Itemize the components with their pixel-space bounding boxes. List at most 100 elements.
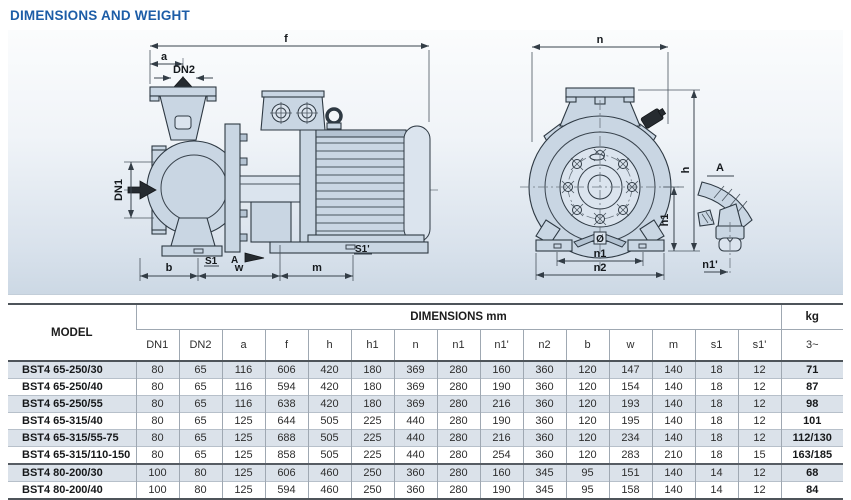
- value-cell: 18: [694, 361, 738, 379]
- value-cell: 369: [393, 361, 437, 379]
- value-cell: 280: [436, 463, 480, 482]
- page-title: DIMENSIONS AND WEIGHT: [10, 8, 190, 23]
- value-cell: 12: [737, 429, 781, 447]
- value-cell: 14: [694, 481, 738, 500]
- value-cell: 505: [307, 446, 351, 464]
- value-cell: 216: [479, 429, 523, 447]
- model-cell: BST4 65-315/55-75: [8, 429, 136, 447]
- value-cell: 440: [393, 412, 437, 430]
- table-header-row-1: MODEL DIMENSIONS mm kg: [8, 303, 843, 362]
- value-cell: 14: [694, 463, 738, 482]
- value-cell: 80: [135, 412, 179, 430]
- value-cell: 125: [221, 412, 265, 430]
- value-cell: 369: [393, 378, 437, 396]
- value-cell: 594: [264, 481, 308, 500]
- value-cell: 140: [651, 463, 695, 482]
- model-cell: BST4 65-250/55: [8, 395, 136, 413]
- value-cell: 100: [135, 463, 179, 482]
- value-cell: 280: [436, 429, 480, 447]
- value-cell: 65: [178, 361, 222, 379]
- value-cell: 606: [264, 361, 308, 379]
- dim-label-f: f: [284, 33, 288, 45]
- value-cell: 225: [350, 446, 394, 464]
- value-cell: 65: [178, 429, 222, 447]
- value-cell: 18: [694, 378, 738, 396]
- value-cell: 140: [651, 429, 695, 447]
- lifting-eye-icon: [325, 107, 343, 125]
- value-cell: 505: [307, 412, 351, 430]
- technical-drawings-panel: f a DN2 DN1: [8, 30, 843, 295]
- kg-cell: 71: [780, 361, 843, 379]
- dim-label-n: n: [597, 34, 604, 46]
- value-cell: 12: [737, 361, 781, 379]
- value-cell: 420: [307, 395, 351, 413]
- kg-column-header: kg: [780, 303, 843, 330]
- value-cell: 80: [178, 463, 222, 482]
- value-cell: 125: [221, 463, 265, 482]
- value-cell: 125: [221, 429, 265, 447]
- value-cell: 360: [522, 378, 566, 396]
- detail-a-title: A: [716, 162, 724, 174]
- value-cell: 65: [178, 395, 222, 413]
- model-cell: BST4 65-315/40: [8, 412, 136, 430]
- value-cell: 120: [565, 378, 609, 396]
- value-cell: 12: [737, 395, 781, 413]
- value-cell: 460: [307, 463, 351, 482]
- column-header-s1: s1: [694, 329, 738, 362]
- value-cell: 190: [479, 378, 523, 396]
- value-cell: 140: [651, 481, 695, 500]
- value-cell: 18: [694, 429, 738, 447]
- value-cell: 100: [135, 481, 179, 500]
- column-header-n: n: [393, 329, 437, 362]
- value-cell: 210: [651, 446, 695, 464]
- value-cell: 12: [737, 378, 781, 396]
- dim-label-h1: h1: [659, 214, 671, 227]
- view-a-pointer-icon: [244, 252, 265, 263]
- column-header-f: f: [264, 329, 308, 362]
- model-cell: BST4 65-250/30: [22, 364, 103, 376]
- value-cell: 688: [264, 429, 308, 447]
- front-view-drawing: n: [520, 34, 700, 280]
- value-cell: 345: [522, 481, 566, 500]
- value-cell: 180: [350, 378, 394, 396]
- column-header-w: w: [608, 329, 652, 362]
- value-cell: 280: [436, 361, 480, 379]
- vent-plug-icon: [640, 108, 667, 129]
- dim-label-n1-prime: n1': [702, 259, 718, 271]
- value-cell: 360: [393, 463, 437, 482]
- model-cell: BST4 65-315/110-150: [8, 446, 136, 464]
- value-cell: 190: [479, 412, 523, 430]
- model-cell: BST4 80-200/30: [8, 463, 136, 482]
- column-header-s1: s1': [737, 329, 781, 362]
- value-cell: 360: [522, 446, 566, 464]
- value-cell: 345: [522, 463, 566, 482]
- value-cell: 80: [135, 361, 179, 379]
- value-cell: 594: [264, 378, 308, 396]
- value-cell: 116: [221, 395, 265, 413]
- model-cell: BST4 65-250/40: [8, 378, 136, 396]
- value-cell: 18: [694, 412, 738, 430]
- view-label-a: A: [231, 255, 238, 266]
- value-cell: 160: [479, 463, 523, 482]
- value-cell: 606: [264, 463, 308, 482]
- drawings-svg: f a DN2 DN1: [113, 33, 753, 281]
- value-cell: 280: [436, 481, 480, 500]
- value-cell: 225: [350, 429, 394, 447]
- value-cell: 12: [737, 481, 781, 500]
- value-cell: 254: [479, 446, 523, 464]
- value-cell: 80: [135, 378, 179, 396]
- value-cell: 95: [565, 481, 609, 500]
- value-cell: 505: [307, 429, 351, 447]
- value-cell: 80: [135, 429, 179, 447]
- dim-label-n2: n2: [594, 262, 607, 274]
- value-cell: 216: [479, 395, 523, 413]
- dim-label-w: w: [234, 262, 244, 274]
- value-cell: 193: [608, 395, 652, 413]
- column-header-h1: h1: [350, 329, 394, 362]
- value-cell: 120: [565, 446, 609, 464]
- value-cell: 12: [737, 412, 781, 430]
- value-cell: 120: [565, 429, 609, 447]
